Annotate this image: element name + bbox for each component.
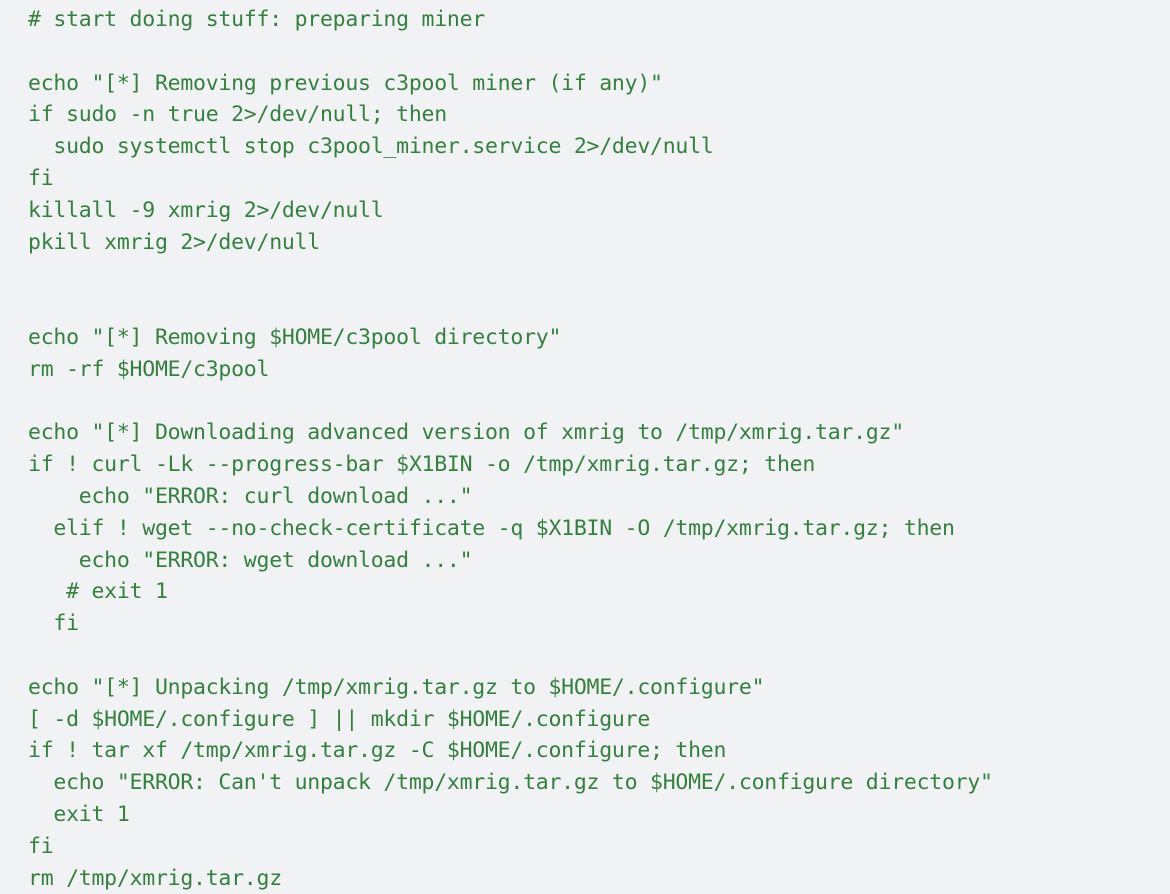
code-line: rm /tmp/xmrig.tar.gz (28, 865, 282, 891)
code-line-blank (28, 386, 1170, 418)
code-line: killall -9 xmrig 2>/dev/null (28, 197, 384, 223)
code-line-blank (28, 258, 1170, 290)
code-line: echo "ERROR: wget download ..." (28, 547, 473, 573)
code-line-blank (28, 36, 1170, 68)
code-line: echo "[*] Unpacking /tmp/xmrig.tar.gz to… (28, 674, 765, 700)
code-line: fi (28, 165, 54, 191)
code-line: echo "ERROR: Can't unpack /tmp/xmrig.tar… (28, 770, 993, 796)
code-line: # start doing stuff: preparing miner (28, 7, 485, 32)
code-line-blank (28, 290, 1170, 322)
code-line: echo "[*] Removing $HOME/c3pool director… (28, 324, 562, 350)
code-line: pkill xmrig 2>/dev/null (28, 229, 320, 255)
code-line: [ -d $HOME/.configure ] || mkdir $HOME/.… (28, 706, 651, 732)
code-line: exit 1 (28, 801, 130, 827)
code-line-blank (28, 640, 1170, 672)
code-line: fi (28, 833, 54, 859)
code-line: sudo systemctl stop c3pool_miner.service… (28, 134, 714, 160)
code-line: echo "[*] Removing previous c3pool miner… (28, 70, 663, 96)
code-snippet-panel: # start doing stuff: preparing miner ech… (28, 7, 994, 891)
code-line: if ! curl -Lk --progress-bar $X1BIN -o /… (28, 452, 816, 478)
code-line: rm -rf $HOME/c3pool (28, 356, 270, 382)
code-line: echo "[*] Downloading advanced version o… (28, 420, 904, 446)
code-line: if sudo -n true 2>/dev/null; then (28, 102, 447, 128)
code-line: if ! tar xf /tmp/xmrig.tar.gz -C $HOME/.… (28, 738, 727, 764)
code-line: fi (28, 611, 79, 637)
code-line: # exit 1 (28, 579, 168, 605)
code-line: echo "ERROR: curl download ..." (28, 483, 473, 509)
code-line: elif ! wget --no-check-certificate -q $X… (28, 515, 955, 541)
shell-script-code[interactable]: # start doing stuff: preparing miner ech… (28, 4, 1170, 894)
